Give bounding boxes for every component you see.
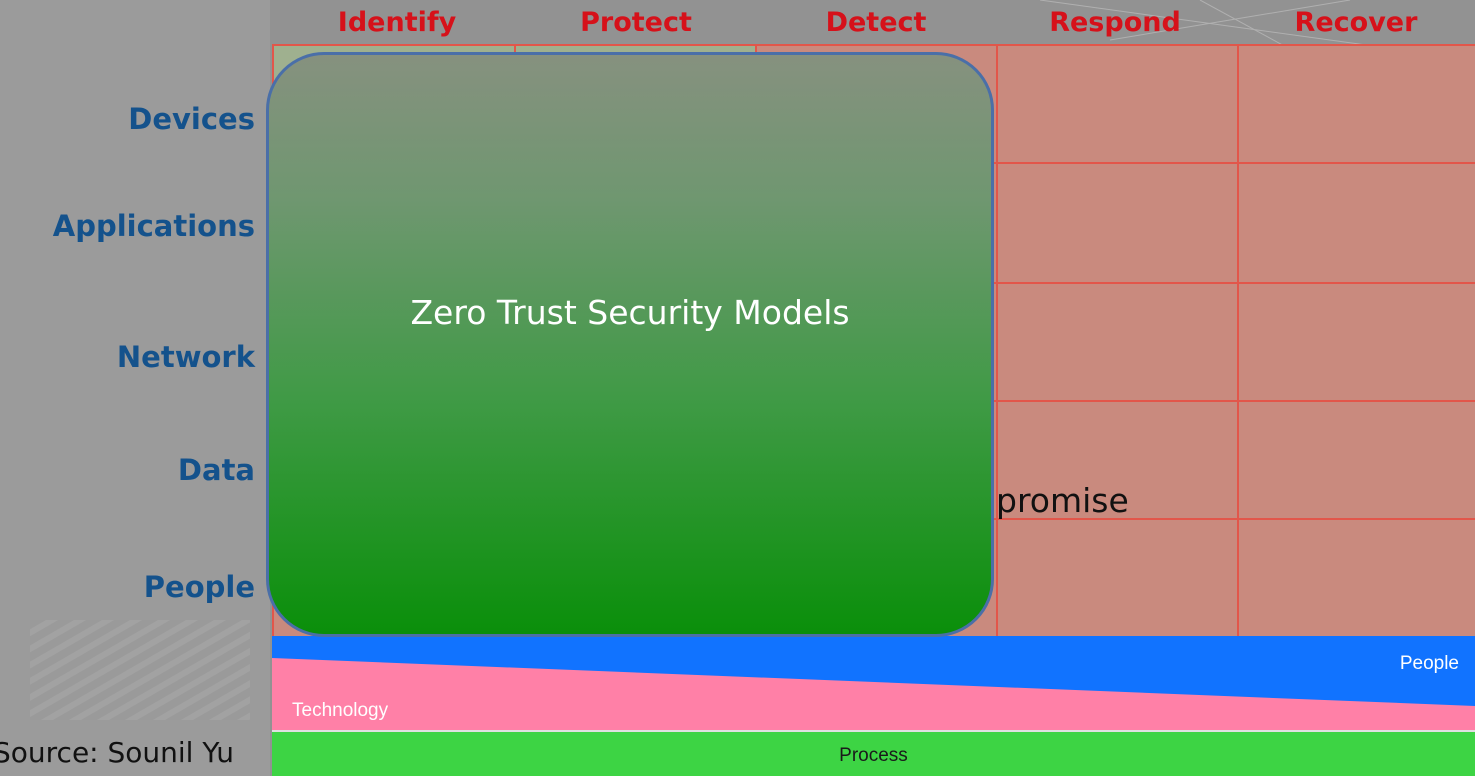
source-caption: Source: Sounil Yu bbox=[0, 730, 260, 776]
grid-cell-applications-recover bbox=[1237, 162, 1475, 284]
bands-chart bbox=[272, 636, 1475, 776]
band-label-technology: Technology bbox=[292, 700, 389, 721]
grid-cell-people-respond bbox=[996, 518, 1239, 638]
grid-cell-network-respond bbox=[996, 282, 1239, 402]
row-header-devices: Devices bbox=[128, 102, 255, 136]
row-header-people: People bbox=[143, 570, 255, 604]
column-header-protect: Protect bbox=[580, 7, 692, 38]
grid-cell-devices-respond bbox=[996, 44, 1239, 164]
grid-cell-applications-respond bbox=[996, 162, 1239, 284]
column-header-identify: Identify bbox=[337, 7, 457, 38]
row-header-data: Data bbox=[177, 453, 255, 487]
band-technology bbox=[272, 658, 1475, 732]
source-caption-text: Source: Sounil Yu bbox=[0, 736, 234, 769]
grid-cell-network-recover bbox=[1237, 282, 1475, 402]
grid-cell-data-recover bbox=[1237, 400, 1475, 520]
row-header-network: Network bbox=[116, 340, 255, 374]
band-label-people: People bbox=[1399, 653, 1459, 674]
column-header-recover: Recover bbox=[1294, 7, 1418, 38]
grid-cell-devices-recover bbox=[1237, 44, 1475, 164]
hidden-text-fragment: promise bbox=[996, 481, 1129, 520]
column-header-respond: Respond bbox=[1049, 7, 1181, 38]
band-label-process: Process bbox=[839, 745, 908, 766]
grid-cell-people-recover bbox=[1237, 518, 1475, 638]
row-header-applications: Applications bbox=[52, 209, 255, 243]
column-header-detect: Detect bbox=[825, 7, 927, 38]
band-process bbox=[272, 732, 1475, 776]
zero-trust-label: Zero Trust Security Models bbox=[410, 293, 850, 332]
band-gap bbox=[272, 730, 1475, 732]
zero-trust-box: Zero Trust Security Models bbox=[266, 52, 994, 637]
